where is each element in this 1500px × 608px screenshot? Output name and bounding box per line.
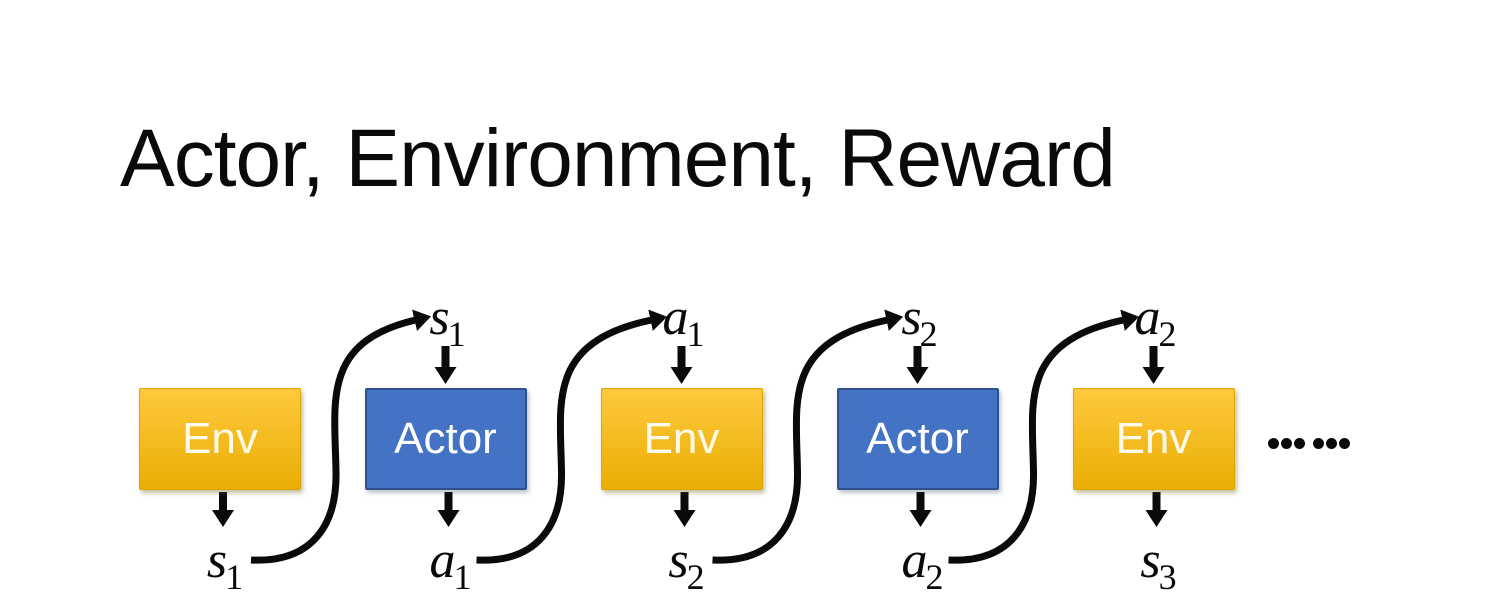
env-2-label: Env [643, 414, 720, 463]
variable-letter: a [1134, 289, 1161, 346]
continuation-ellipsis-icon [1268, 438, 1352, 449]
variable-letter: s [901, 289, 922, 346]
bottom-label-s1: s1 [206, 532, 243, 596]
variable-subscript: 2 [919, 314, 938, 354]
variable-letter: s [206, 532, 228, 589]
variable-subscript: 1 [225, 557, 244, 597]
variable-letter: a [429, 532, 456, 589]
variable-subscript: 2 [1158, 314, 1177, 354]
variable-subscript: 2 [925, 557, 944, 597]
ellipsis-dot [1294, 438, 1305, 449]
actor-1-label: Actor [394, 414, 497, 463]
box-actor-1: Actor [364, 388, 527, 490]
ellipsis-dot [1281, 438, 1292, 449]
variable-letter: a [662, 289, 689, 346]
variable-subscript: 1 [453, 557, 472, 597]
variable-letter: a [901, 532, 928, 589]
top-label-a1: a1 [662, 289, 705, 353]
actor-2-label: Actor [866, 414, 969, 463]
top-label-a2: a2 [1134, 289, 1177, 353]
ellipsis-dot [1313, 438, 1324, 449]
slide-title: Actor, Environment, Reward [120, 113, 1116, 204]
variable-letter: s [668, 532, 689, 589]
variable-letter: s [1140, 532, 1161, 589]
bottom-label-a1: a1 [429, 532, 472, 596]
box-env-1: Env [139, 388, 301, 490]
bottom-label-a2: a2 [901, 532, 944, 596]
ellipsis-dot [1339, 438, 1350, 449]
variable-subscript: 1 [686, 314, 705, 354]
bottom-label-s3: s3 [1140, 532, 1176, 596]
bottom-label-s2: s2 [668, 532, 704, 596]
ellipsis-dot [1268, 438, 1279, 449]
env-1-label: Env [182, 414, 258, 463]
variable-letter: s [429, 289, 450, 346]
env-3-label: Env [1115, 414, 1192, 463]
box-env-2: Env [600, 388, 763, 490]
variable-subscript: 2 [686, 557, 705, 597]
variable-subscript: 1 [447, 314, 466, 354]
box-env-3: Env [1072, 388, 1235, 490]
box-actor-2: Actor [836, 388, 999, 490]
top-label-s1: s1 [429, 289, 465, 353]
top-label-s2: s2 [901, 289, 937, 353]
ellipsis-dot [1326, 438, 1337, 449]
variable-subscript: 3 [1158, 557, 1177, 597]
